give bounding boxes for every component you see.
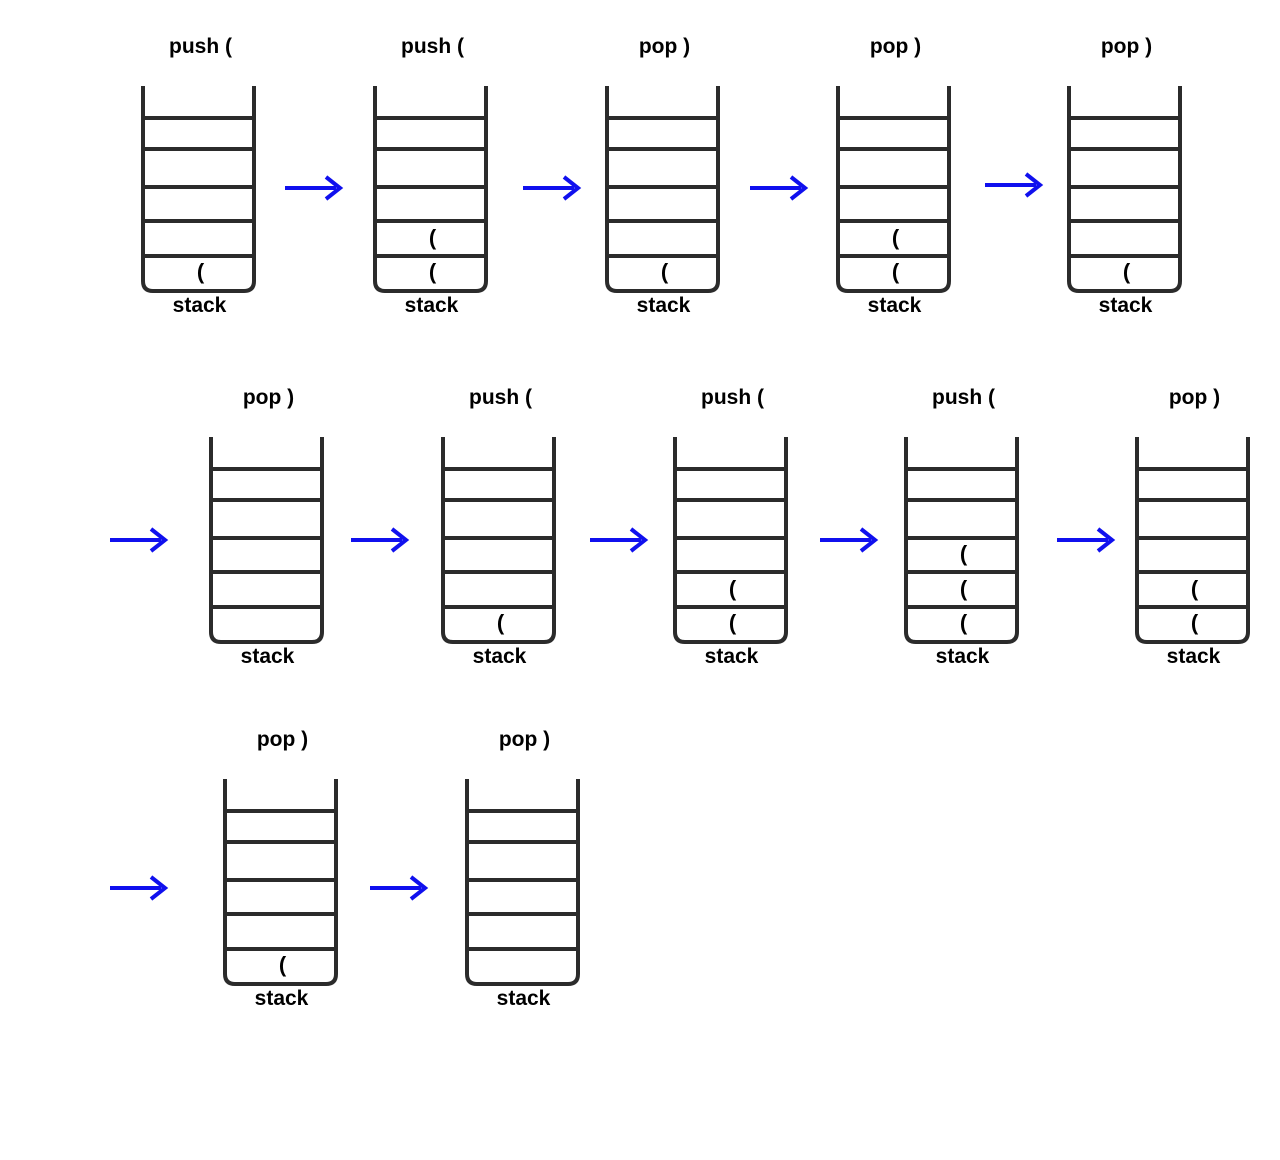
stack-step-8: [673, 437, 788, 644]
transition-arrow-icon: [110, 527, 169, 553]
stack-outline: [904, 437, 1019, 644]
operation-label: push (: [701, 386, 764, 409]
operation-label: push (: [932, 386, 995, 409]
stack-step-2: [373, 86, 488, 293]
stack-caption: stack: [404, 294, 459, 317]
operation-label: pop ): [256, 728, 309, 751]
operation-label: push (: [469, 386, 532, 409]
stack-item: (: [196, 259, 205, 284]
stack-item: (: [728, 610, 737, 635]
stack-outline: [465, 779, 580, 986]
stack-item: (: [959, 541, 968, 566]
stack-caption: stack: [254, 987, 309, 1010]
transition-arrow-icon: [590, 527, 649, 553]
operation-label: pop ): [242, 386, 295, 409]
stack-item: (: [496, 610, 505, 635]
stack-item: (: [278, 952, 287, 977]
transition-arrow-icon: [820, 527, 879, 553]
stack-item: (: [959, 576, 968, 601]
transition-arrow-icon: [523, 175, 582, 201]
stack-step-11: [223, 779, 338, 986]
stack-item: (: [891, 225, 900, 250]
operation-label: push (: [169, 35, 232, 58]
stack-caption: stack: [867, 294, 922, 317]
stack-caption: stack: [1166, 645, 1221, 668]
stack-item: (: [660, 259, 669, 284]
stack-item: (: [1190, 610, 1199, 635]
stack-item: (: [959, 610, 968, 635]
stack-outline: [141, 86, 256, 293]
stack-caption: stack: [636, 294, 691, 317]
stack-outline: [209, 437, 324, 644]
operation-label: pop ): [869, 35, 922, 58]
operation-label: pop ): [498, 728, 551, 751]
stack-caption: stack: [240, 645, 295, 668]
stack-outline: [836, 86, 951, 293]
stack-item: (: [428, 259, 437, 284]
stack-item: (: [728, 576, 737, 601]
stack-step-5: [1067, 86, 1182, 293]
stack-step-3: [605, 86, 720, 293]
stack-item: (: [1122, 259, 1131, 284]
transition-arrow-icon: [750, 175, 809, 201]
stack-step-1: [141, 86, 256, 293]
operation-label: pop ): [1168, 386, 1221, 409]
transition-arrow-icon: [285, 175, 344, 201]
stack-caption: stack: [935, 645, 990, 668]
operation-label: pop ): [638, 35, 691, 58]
stack-item: (: [891, 259, 900, 284]
stack-caption: stack: [704, 645, 759, 668]
transition-arrow-icon: [1057, 527, 1116, 553]
stack-step-10: [1135, 437, 1250, 644]
operation-label: push (: [401, 35, 464, 58]
stack-step-7: [441, 437, 556, 644]
operation-label: pop ): [1100, 35, 1153, 58]
stack-outline: [223, 779, 338, 986]
stack-outline: [605, 86, 720, 293]
transition-arrow-icon: [985, 172, 1044, 198]
stack-outline: [1067, 86, 1182, 293]
stack-step-9: [904, 437, 1019, 644]
transition-arrow-icon: [351, 527, 410, 553]
transition-arrow-icon: [370, 875, 429, 901]
stack-outline: [441, 437, 556, 644]
stack-caption: stack: [1098, 294, 1153, 317]
stack-item: (: [428, 225, 437, 250]
stack-step-4: [836, 86, 951, 293]
stack-caption: stack: [496, 987, 551, 1010]
stack-item: (: [1190, 576, 1199, 601]
stack-step-6: [209, 437, 324, 644]
stack-outline: [1135, 437, 1250, 644]
stack-caption: stack: [172, 294, 227, 317]
stack-step-12: [465, 779, 580, 986]
stack-outline: [673, 437, 788, 644]
stack-outline: [373, 86, 488, 293]
stack-caption: stack: [472, 645, 527, 668]
transition-arrow-icon: [110, 875, 169, 901]
